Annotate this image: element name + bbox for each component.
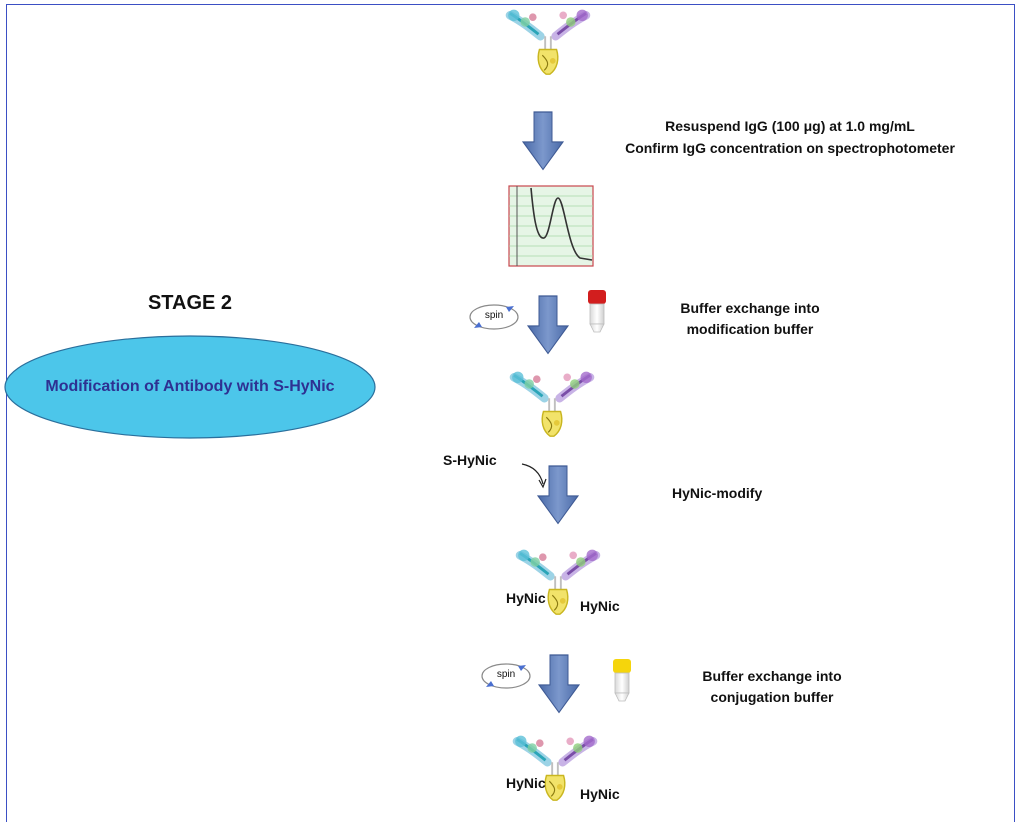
reagent-label: S-HyNic xyxy=(443,452,497,468)
diagram-frame xyxy=(6,4,1015,822)
resuspend-line-1: Resuspend IgG (100 μg) at 1.0 mg/mL xyxy=(665,118,915,134)
buffer-exchange-modification-line-1: Buffer exchange into xyxy=(680,300,820,316)
down-arrow-icon xyxy=(527,295,569,355)
hynic-modify-label: HyNic-modify xyxy=(672,485,763,501)
down-arrow-icon xyxy=(537,465,579,525)
buffer-exchange-conjugation-line-1: Buffer exchange into xyxy=(702,668,842,684)
hynic-label-left: HyNic xyxy=(506,775,546,791)
spin-tube-icon xyxy=(612,658,632,702)
resuspend-line-2: Confirm IgG concentration on spectrophot… xyxy=(625,140,955,156)
spin-label: spin xyxy=(496,669,516,680)
stage-oval xyxy=(4,335,376,439)
down-arrow-icon xyxy=(522,111,564,171)
spin-label: spin xyxy=(484,310,504,321)
curved-arrow-icon xyxy=(521,463,544,485)
antibody-icon xyxy=(508,10,588,75)
antibody-icon xyxy=(512,372,592,437)
buffer-exchange-conjugation-line-2: conjugation buffer xyxy=(710,689,834,705)
spin-tube-icon xyxy=(587,289,607,333)
hynic-label-right: HyNic xyxy=(580,598,620,614)
stage-title: STAGE 2 xyxy=(147,292,233,314)
hynic-label-left: HyNic xyxy=(506,590,546,606)
buffer-exchange-modification-line-2: modification buffer xyxy=(686,321,814,337)
spectrophotometer-graph-icon xyxy=(508,185,594,267)
hynic-label-right: HyNic xyxy=(580,786,620,802)
down-arrow-icon xyxy=(538,654,580,714)
stage-label: Modification of Antibody with S-HyNic xyxy=(45,378,335,395)
